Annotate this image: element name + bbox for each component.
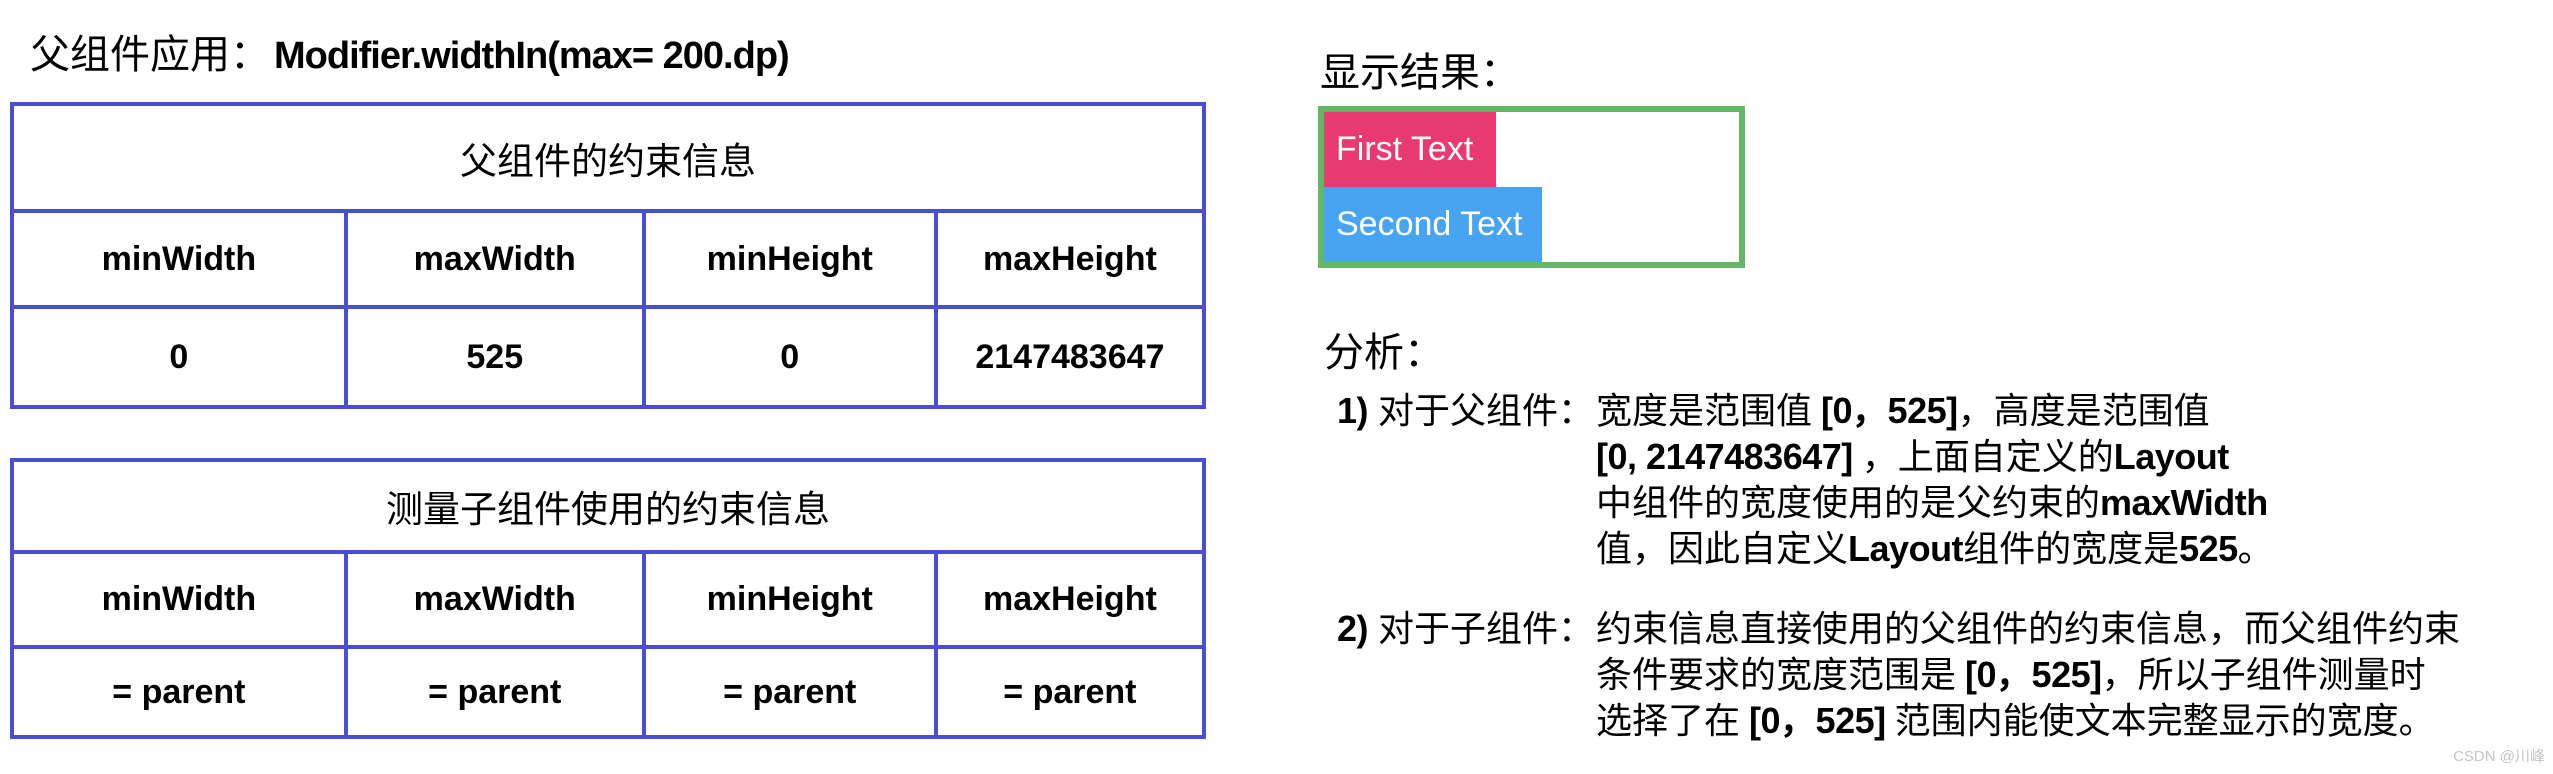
child-constraints-table: 测量子组件使用的约束信息 minWidth maxWidth minHeight… [10,458,1207,739]
parent-maxwidth-value: 525 [343,305,646,409]
parent-maxheight-value: 2147483647 [933,305,1207,409]
title-modifier-code: Modifier.widthIn(max= 200.dp) [274,35,790,77]
parent-col-minheight: minHeight [641,209,938,309]
child-minheight-value: = parent [641,645,938,739]
child-maxheight-value: = parent [933,645,1207,739]
point-1-content: 宽度是范围值 [0，525]，高度是范围值 [0, 2147483647] ，上… [1596,388,2274,572]
parent-minwidth-value: 0 [10,305,348,409]
point-1-line: 值，因此自定义Layout组件的宽度是525。 [1596,528,2274,569]
point-1-line: 宽度是范围值 [0，525]，高度是范围值 [1596,390,2210,431]
parent-col-minwidth: minWidth [10,209,348,309]
second-text-block: Second Text [1324,187,1542,262]
point-2-line: 选择了在 [0，525] 范围内能使文本完整显示的宽度。 [1596,700,2435,741]
layout-preview-box: First Text Second Text [1318,106,1745,268]
child-table-caption: 测量子组件使用的约束信息 [10,458,1206,554]
parent-col-maxwidth: maxWidth [343,209,646,309]
parent-col-maxheight: maxHeight [933,209,1207,309]
parent-constraints-table: 父组件的约束信息 minWidth maxWidth minHeight max… [10,102,1207,409]
point-1-line: [0, 2147483647] ，上面自定义的Layout [1596,436,2229,477]
child-col-minwidth: minWidth [10,550,348,649]
child-maxwidth-value: = parent [343,645,646,739]
first-text-block: First Text [1324,112,1496,187]
point-2-marker: 2) [1337,608,1369,649]
child-minwidth-value: = parent [10,645,348,739]
point-1-marker: 1) [1337,390,1369,431]
result-label: 显示结果： [1320,50,1520,95]
analysis-point-1: 1) 对于父组件： 宽度是范围值 [0，525]，高度是范围值 [0, 2147… [1337,388,2274,572]
point-1-lead: 对于父组件： [1378,391,1595,431]
analysis-label: 分析： [1324,330,1444,375]
csdn-watermark: CSDN @川峰 [2453,748,2545,765]
point-2-line: 条件要求的宽度范围是 [0，525]，所以子组件测量时 [1596,654,2426,695]
point-1-line: 中组件的宽度使用的是父约束的maxWidth [1596,482,2268,523]
child-col-maxheight: maxHeight [933,550,1207,649]
child-col-maxwidth: maxWidth [343,550,646,649]
point-2-content: 约束信息直接使用的父组件的约束信息，而父组件约束 条件要求的宽度范围是 [0，5… [1596,606,2460,744]
parent-table-caption: 父组件的约束信息 [10,102,1206,213]
title-prefix: 父组件应用： [30,32,270,77]
point-2-line: 约束信息直接使用的父组件的约束信息，而父组件约束 [1596,609,2461,649]
analysis-point-2: 2) 对于子组件： 约束信息直接使用的父组件的约束信息，而父组件约束 条件要求的… [1337,606,2460,744]
parent-minheight-value: 0 [641,305,938,409]
point-2-lead: 对于子组件： [1378,609,1595,649]
page-title: 父组件应用： Modifier.widthIn(max= 200.dp) [30,22,790,80]
child-col-minheight: minHeight [641,550,938,649]
